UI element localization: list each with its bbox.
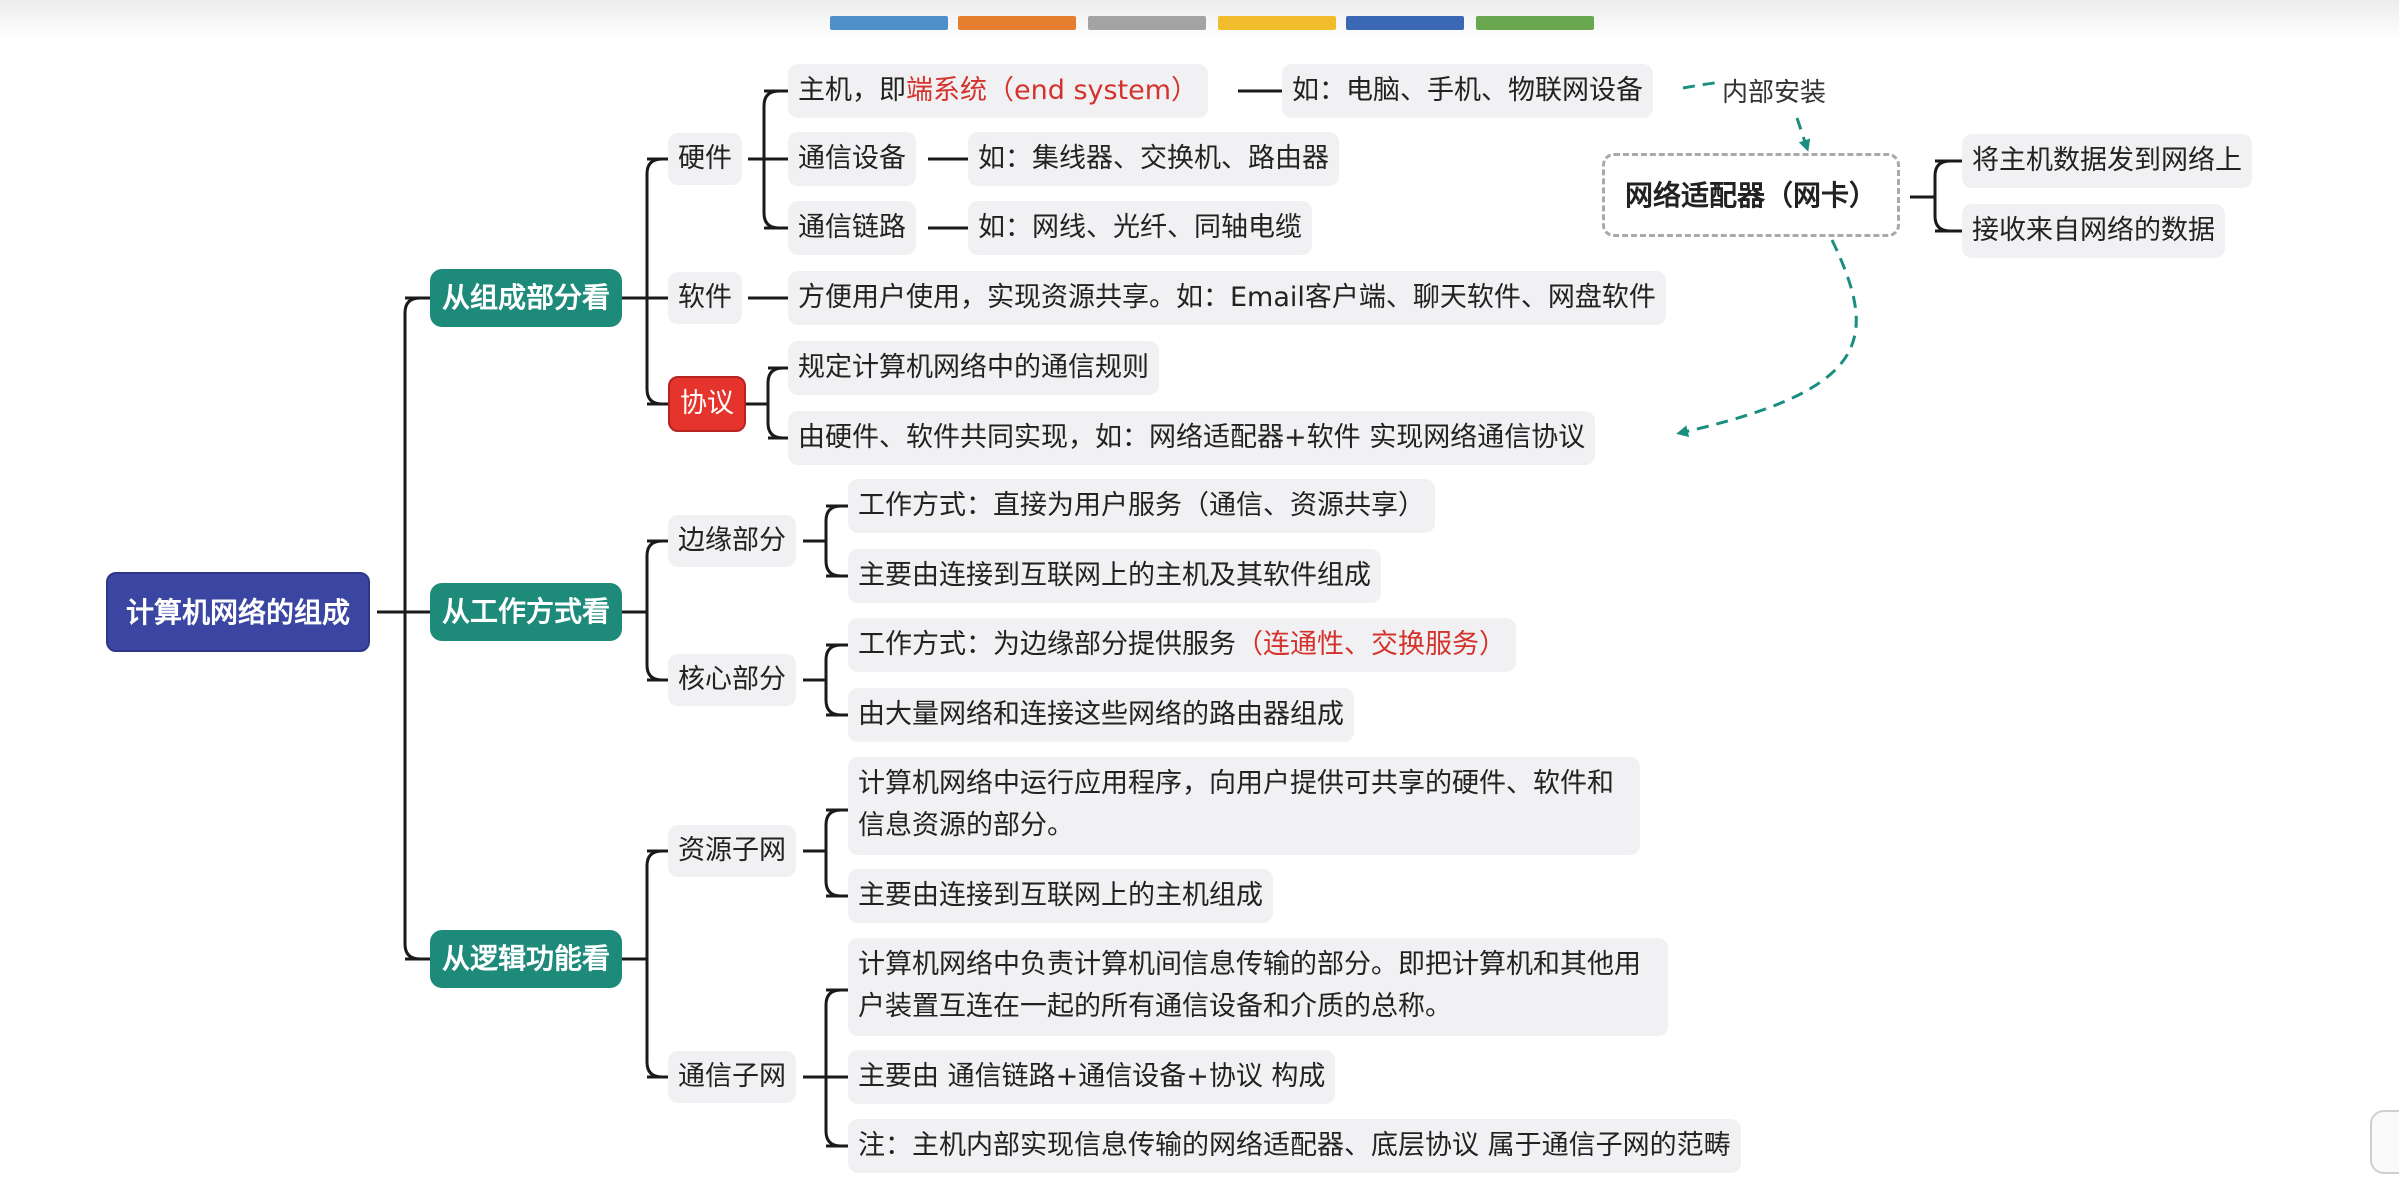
branch-composition[interactable]: 从组成部分看 bbox=[430, 269, 623, 327]
root-node[interactable]: 计算机网络的组成 bbox=[106, 572, 371, 652]
leaf-edge-composition[interactable]: 主要由连接到互联网上的主机及其软件组成 bbox=[848, 549, 1381, 603]
node-software[interactable]: 软件 bbox=[668, 272, 742, 324]
leaf-host-text: 主机，即 bbox=[798, 75, 906, 106]
leaf-resource-def[interactable]: 计算机网络中运行应用程序，向用户提供可共享的硬件、软件和信息资源的部分。 bbox=[848, 757, 1640, 855]
leaf-core-mode[interactable]: 工作方式：为边缘部分提供服务（连通性、交换服务） bbox=[848, 618, 1516, 672]
leaf-comm-device-example[interactable]: 如：集线器、交换机、路由器 bbox=[968, 132, 1339, 186]
leaf-comm-link[interactable]: 通信链路 bbox=[788, 201, 916, 255]
color-bar-6 bbox=[1476, 16, 1594, 30]
node-protocol[interactable]: 协议 bbox=[668, 376, 746, 432]
scroll-handle[interactable] bbox=[2370, 1110, 2399, 1174]
install-label: 内部安装 bbox=[1722, 78, 1827, 108]
node-network-adapter[interactable]: 网络适配器（网卡） bbox=[1602, 153, 1901, 237]
leaf-edge-mode[interactable]: 工作方式：直接为用户服务（通信、资源共享） bbox=[848, 479, 1435, 533]
branch-work-mode[interactable]: 从工作方式看 bbox=[430, 583, 623, 641]
color-bar-2 bbox=[958, 16, 1076, 30]
leaf-comm-device[interactable]: 通信设备 bbox=[788, 132, 916, 186]
leaf-adapter-receive[interactable]: 接收来自网络的数据 bbox=[1962, 204, 2225, 258]
leaf-core-composition[interactable]: 由大量网络和连接这些网络的路由器组成 bbox=[848, 688, 1354, 742]
leaf-core-mode-highlight: （连通性、交换服务） bbox=[1236, 629, 1506, 660]
leaf-protocol-rule[interactable]: 规定计算机网络中的通信规则 bbox=[788, 341, 1159, 395]
color-bar-1 bbox=[830, 16, 948, 30]
node-edge-part[interactable]: 边缘部分 bbox=[668, 515, 796, 567]
node-core-part[interactable]: 核心部分 bbox=[668, 654, 796, 706]
leaf-resource-composition[interactable]: 主要由连接到互联网上的主机组成 bbox=[848, 869, 1273, 923]
leaf-host-example[interactable]: 如：电脑、手机、物联网设备 bbox=[1282, 64, 1653, 118]
color-bar-5 bbox=[1346, 16, 1464, 30]
leaf-adapter-send[interactable]: 将主机数据发到网络上 bbox=[1962, 134, 2252, 188]
color-bar-4 bbox=[1218, 16, 1336, 30]
node-comm-subnet[interactable]: 通信子网 bbox=[668, 1051, 796, 1103]
node-resource-subnet[interactable]: 资源子网 bbox=[668, 825, 796, 877]
leaf-host-highlight: 端系统（end system） bbox=[906, 75, 1199, 106]
branch-logic-function[interactable]: 从逻辑功能看 bbox=[430, 930, 623, 988]
leaf-comm-link-example[interactable]: 如：网线、光纤、同轴电缆 bbox=[968, 201, 1312, 255]
leaf-host[interactable]: 主机，即端系统（end system） bbox=[788, 64, 1209, 118]
leaf-protocol-impl[interactable]: 由硬件、软件共同实现，如：网络适配器+软件 实现网络通信协议 bbox=[788, 411, 1596, 465]
leaf-comm-composition[interactable]: 主要由 通信链路+通信设备+协议 构成 bbox=[848, 1050, 1336, 1104]
leaf-comm-note[interactable]: 注：主机内部实现信息传输的网络适配器、底层协议 属于通信子网的范畴 bbox=[848, 1119, 1741, 1173]
leaf-software-desc[interactable]: 方便用户使用，实现资源共享。如：Email客户端、聊天软件、网盘软件 bbox=[788, 271, 1666, 325]
leaf-comm-def[interactable]: 计算机网络中负责计算机间信息传输的部分。即把计算机和其他用户装置互连在一起的所有… bbox=[848, 938, 1668, 1036]
color-bar-3 bbox=[1088, 16, 1206, 30]
leaf-core-mode-text: 工作方式：为边缘部分提供服务 bbox=[858, 629, 1236, 660]
node-hardware[interactable]: 硬件 bbox=[668, 133, 742, 185]
